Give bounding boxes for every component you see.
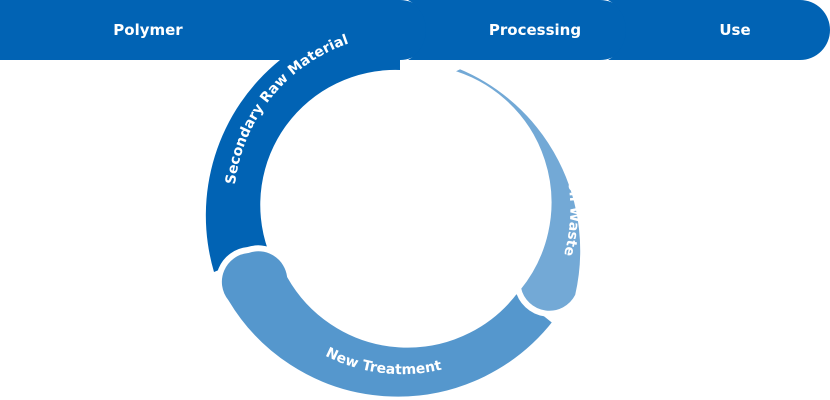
segment-new-treatment (215, 245, 561, 400)
segment-production-waste (439, 62, 587, 317)
segment-secondary-raw-material (205, 60, 400, 272)
stage-label-use: Use (719, 21, 750, 39)
stage-use[interactable] (608, 0, 830, 60)
stage-label-processing: Processing (489, 21, 581, 39)
stage-polymer[interactable] (0, 0, 430, 60)
stage-processing[interactable] (408, 0, 630, 60)
stage-label-polymer: Polymer (113, 21, 183, 39)
